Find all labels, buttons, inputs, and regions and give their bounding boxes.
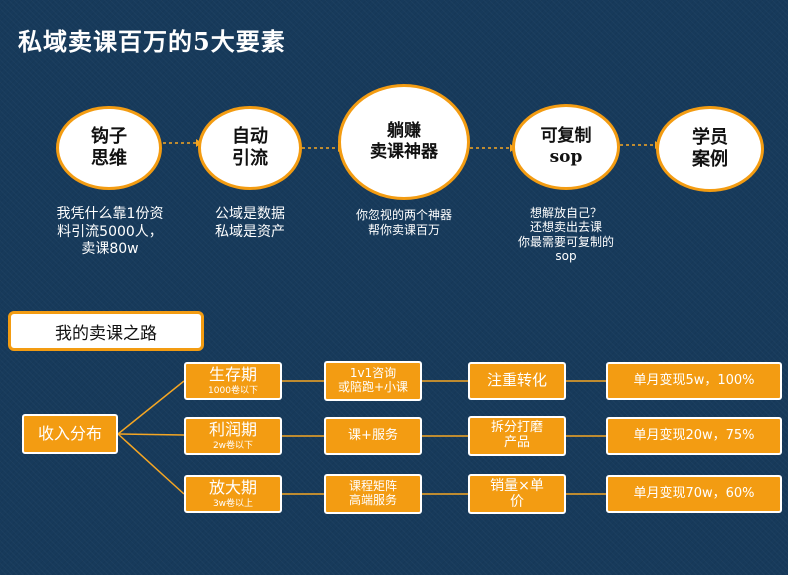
root-income-box: 收入分布 [22,414,118,454]
focus-box-survival: 注重转化 [468,362,566,400]
step-circle-sop: 可复制 sop [512,104,620,190]
step-circle-traffic: 自动 引流 [198,106,302,190]
focus-box-profit: 拆分打磨 产品 [468,416,566,456]
result-box-scale: 单月变现70w，60% [606,475,782,513]
stage-box-scale: 放大期 3w卷以上 [184,475,282,513]
step-desc-sop: 想解放自己？ 还想卖出去课 你最需要可复制的 sop [517,206,614,264]
branch-lines [117,380,185,495]
focus-box-scale: 销量×单 价 [468,474,566,514]
result-box-survival: 单月变现5w，100% [606,362,782,400]
stage-box-profit: 利润期 2w卷以下 [184,417,282,455]
product-box-scale: 课程矩阵 高端服务 [324,474,422,514]
product-box-survival: 1v1咨询 或陪跑+小课 [324,361,422,401]
stage-box-survival: 生存期 1000卷以下 [184,362,282,400]
step-circle-cases: 学员 案例 [656,106,764,192]
row-lines [282,380,606,495]
step-desc-tools: 你忽视的两个神器 帮你卖课百万 [355,208,452,237]
road-heading: 我的卖课之路 [8,311,204,351]
step-circle-hook: 钩子 思维 [56,106,162,190]
product-box-profit: 课+服务 [324,417,422,455]
step-desc-traffic: 公域是数据 私域是资产 [215,206,285,240]
page-title: 私域卖课百万的5大要素 [18,27,286,56]
step-circle-tools: 躺赚 卖课神器 [338,84,470,200]
dashed-arrows [163,142,655,149]
result-box-profit: 单月变现20w，75% [606,417,782,455]
step-desc-hook: 我凭什么靠1份资 料引流5000人， 卖课80w [56,206,164,257]
